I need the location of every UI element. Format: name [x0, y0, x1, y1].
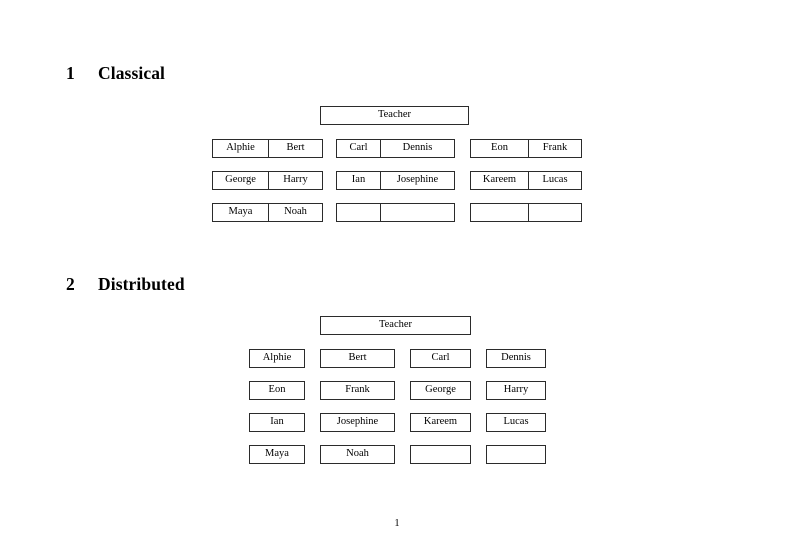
student-box[interactable]: Eon	[249, 381, 305, 400]
student-box[interactable]: Noah	[320, 445, 395, 464]
student-cell[interactable]: Noah	[269, 203, 323, 222]
student-cell[interactable]: George	[212, 171, 269, 190]
student-cell-empty[interactable]	[529, 203, 582, 222]
student-pair-row: Kareem Lucas	[470, 171, 582, 190]
student-cell[interactable]: Alphie	[212, 139, 269, 158]
student-cell[interactable]: Ian	[336, 171, 381, 190]
student-cell[interactable]: Lucas	[529, 171, 582, 190]
student-pair-row: Maya Noah	[212, 203, 323, 222]
student-cell[interactable]: Frank	[529, 139, 582, 158]
student-pair-row: Ian Josephine	[336, 171, 455, 190]
student-cell-empty[interactable]	[381, 203, 455, 222]
section-heading-distributed: 2 Distributed	[66, 274, 185, 294]
student-box[interactable]: Harry	[486, 381, 546, 400]
student-box[interactable]: Frank	[320, 381, 395, 400]
student-cell[interactable]: Bert	[269, 139, 323, 158]
section-heading-classical: 1 Classical	[66, 63, 166, 83]
student-box[interactable]: Bert	[320, 349, 395, 368]
student-box[interactable]: George	[410, 381, 471, 400]
student-box[interactable]: Alphie	[249, 349, 305, 368]
student-cell[interactable]: Harry	[269, 171, 323, 190]
student-box[interactable]: Dennis	[486, 349, 546, 368]
section-number: 2	[66, 274, 75, 294]
student-cell[interactable]: Carl	[336, 139, 381, 158]
student-box[interactable]: Kareem	[410, 413, 471, 432]
student-box[interactable]: Josephine	[320, 413, 395, 432]
student-cell[interactable]: Eon	[470, 139, 529, 158]
student-cell-empty[interactable]	[336, 203, 381, 222]
teacher-box-distributed[interactable]: Teacher	[320, 316, 471, 335]
student-cell[interactable]: Kareem	[470, 171, 529, 190]
student-pair-row	[470, 203, 582, 222]
section-title: Classical	[98, 63, 166, 83]
student-pair-row: George Harry	[212, 171, 323, 190]
student-box[interactable]: Maya	[249, 445, 305, 464]
student-cell[interactable]: Dennis	[381, 139, 455, 158]
student-pair-row: Alphie Bert	[212, 139, 323, 158]
student-box-empty[interactable]	[486, 445, 546, 464]
student-cell[interactable]: Maya	[212, 203, 269, 222]
student-box[interactable]: Lucas	[486, 413, 546, 432]
page-number: 1	[394, 518, 400, 529]
student-pair-row	[336, 203, 455, 222]
section-title: Distributed	[98, 274, 185, 294]
student-box[interactable]: Carl	[410, 349, 471, 368]
student-pair-row: Eon Frank	[470, 139, 582, 158]
student-pair-row: Carl Dennis	[336, 139, 455, 158]
student-cell[interactable]: Josephine	[381, 171, 455, 190]
section-number: 1	[66, 63, 75, 83]
teacher-box-classical[interactable]: Teacher	[320, 106, 469, 125]
student-box[interactable]: Ian	[249, 413, 305, 432]
student-cell-empty[interactable]	[470, 203, 529, 222]
student-box-empty[interactable]	[410, 445, 471, 464]
